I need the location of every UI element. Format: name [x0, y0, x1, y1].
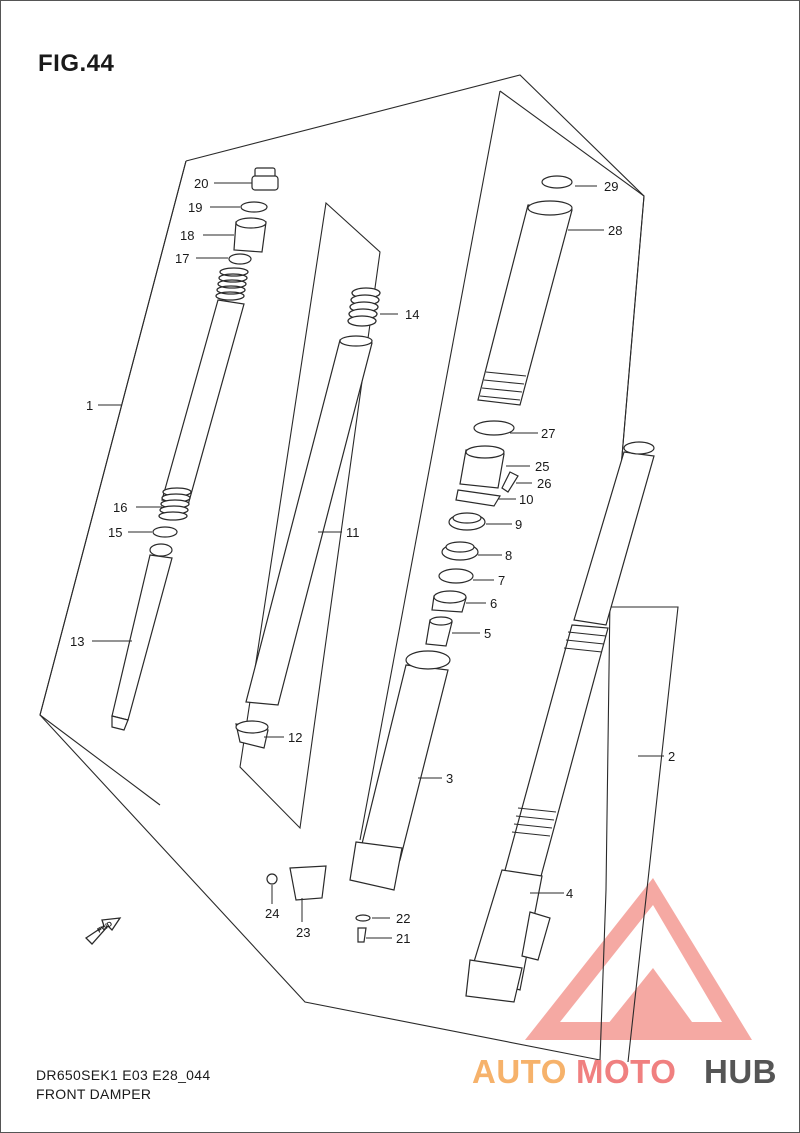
callout-6: 6 [490, 596, 497, 611]
callout-26: 26 [537, 476, 551, 491]
callout-28: 28 [608, 223, 622, 238]
part-2-fork-assembly [465, 441, 655, 1003]
callout-21: 21 [396, 931, 410, 946]
part-25-holder [459, 445, 505, 489]
part-5-bushing [425, 616, 453, 647]
callout-2: 2 [668, 749, 675, 764]
inner-outline-1 [39, 160, 187, 806]
callout-labels: 1 2 3 4 5 6 7 8 9 10 11 12 13 14 15 16 1… [70, 176, 675, 946]
part-19-o-ring [240, 201, 268, 213]
watermark-logo-icon [525, 878, 752, 1040]
part-18-spacer [233, 217, 267, 253]
callout-leaders [92, 182, 664, 939]
part-17-washer [228, 253, 252, 265]
callout-15: 15 [108, 525, 122, 540]
callout-23: 23 [296, 925, 310, 940]
model-code: DR650SEK1 E03 E28_044 [36, 1067, 211, 1083]
part-3-outer-tube [349, 650, 451, 891]
callout-18: 18 [180, 228, 194, 243]
group-outline-11 [239, 201, 381, 830]
part-22-washer [355, 914, 371, 922]
forward-arrow-icon: FWD [84, 917, 122, 945]
group-outline-2 [608, 606, 679, 1063]
callout-29: 29 [604, 179, 618, 194]
callout-25: 25 [535, 459, 549, 474]
part-15-ring [152, 526, 178, 538]
part-23-axle-holder [289, 865, 327, 901]
part-13-damper-rod [111, 543, 173, 731]
callout-12: 12 [288, 730, 302, 745]
callout-13: 13 [70, 634, 84, 649]
part-24-nut [266, 873, 278, 885]
callout-16: 16 [113, 500, 127, 515]
part-27-clamp [473, 420, 515, 436]
part-11-inner-tube [245, 335, 373, 706]
part-6-bushing [431, 590, 467, 613]
callout-22: 22 [396, 911, 410, 926]
part-29-clip [541, 175, 573, 189]
callout-9: 9 [515, 517, 522, 532]
callout-24: 24 [265, 906, 279, 921]
part-16-spring [158, 487, 192, 521]
part-1-inner-rod [161, 267, 249, 506]
watermark-moto: MOTO [576, 1053, 677, 1090]
part-10-stopper-ring [455, 489, 501, 507]
part-7-retainer [438, 568, 474, 584]
part-28-dust-boot [477, 200, 573, 406]
callout-1: 1 [86, 398, 93, 413]
callout-7: 7 [498, 573, 505, 588]
watermark-hub: HUB [704, 1053, 777, 1090]
section-name: FRONT DAMPER [36, 1086, 152, 1102]
part-9-dust-seal [448, 512, 486, 531]
figure-title: FIG.44 [38, 50, 115, 77]
assembly-outline [39, 74, 645, 1061]
callout-5: 5 [484, 626, 491, 641]
callout-3: 3 [446, 771, 453, 786]
part-12-collar [235, 720, 269, 749]
callout-14: 14 [405, 307, 419, 322]
part-14-spring [347, 287, 381, 327]
watermark-auto: AUTO [472, 1053, 567, 1090]
callout-20: 20 [194, 176, 208, 191]
callout-4: 4 [566, 886, 573, 901]
callout-19: 19 [188, 200, 202, 215]
part-20-cap-bolt [251, 167, 279, 191]
part-21-bolt [357, 927, 367, 943]
part-26-bolt [501, 471, 519, 493]
group-outline-3b [359, 90, 501, 841]
fwd-arrow-label: FWD [97, 921, 114, 935]
part-8-oil-seal [441, 541, 479, 561]
callout-17: 17 [175, 251, 189, 266]
callout-8: 8 [505, 548, 512, 563]
callout-10: 10 [519, 492, 533, 507]
callout-27: 27 [541, 426, 555, 441]
callout-11: 11 [346, 525, 360, 540]
